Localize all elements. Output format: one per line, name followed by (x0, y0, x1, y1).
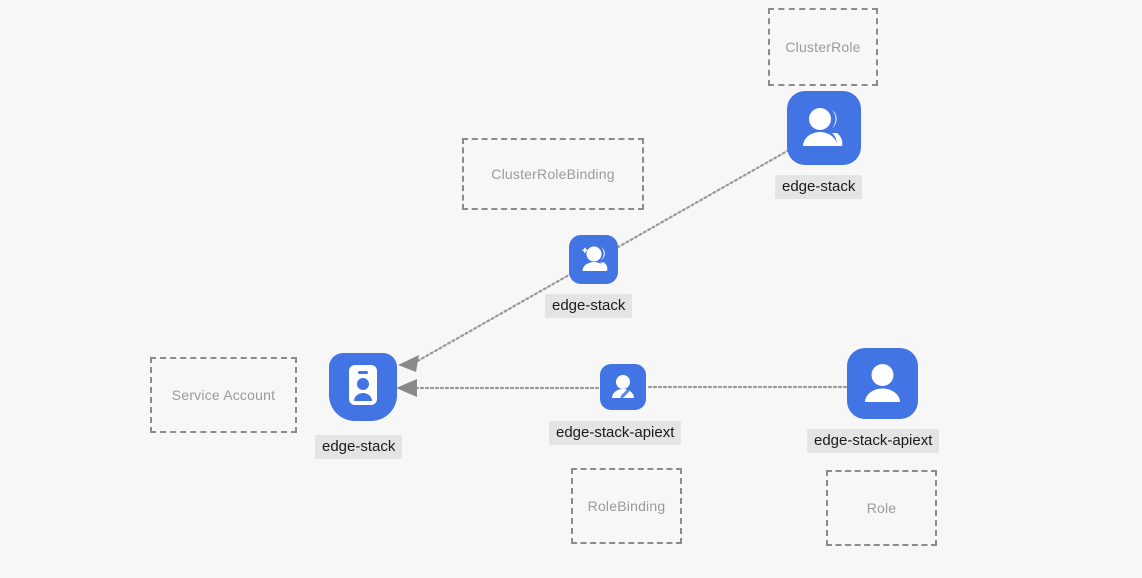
group-label-clusterrolebinding: ClusterRoleBinding (491, 166, 615, 182)
group-label-clusterrole: ClusterRole (785, 39, 861, 55)
arrowhead-clusterrole-edge (398, 355, 419, 372)
node-label-rolebinding: edge-stack-apiext (549, 421, 682, 446)
group-label-role: Role (866, 500, 897, 516)
node-label-clusterrole: edge-stack (775, 175, 863, 200)
group-box-serviceaccount[interactable]: Service Account (150, 357, 297, 433)
group-label-rolebinding: RoleBinding (587, 498, 666, 514)
group-box-rolebinding[interactable]: RoleBinding (571, 468, 682, 544)
two-people-icon[interactable] (787, 91, 861, 165)
group-label-serviceaccount: Service Account (171, 387, 276, 403)
group-box-clusterrole[interactable]: ClusterRole (768, 8, 878, 86)
node-label-clusterrolebinding: edge-stack (545, 294, 633, 319)
person-icon[interactable] (847, 348, 918, 419)
person-add-icon[interactable] (569, 235, 618, 284)
badge-icon[interactable] (329, 353, 397, 421)
arrowhead-rolebinding-edge (396, 379, 417, 397)
node-label-role: edge-stack-apiext (807, 429, 940, 454)
group-box-role[interactable]: Role (826, 470, 937, 546)
node-label-serviceaccount: edge-stack (315, 435, 403, 460)
group-box-clusterrolebinding[interactable]: ClusterRoleBinding (462, 138, 644, 210)
person-edit-icon[interactable] (600, 364, 646, 410)
